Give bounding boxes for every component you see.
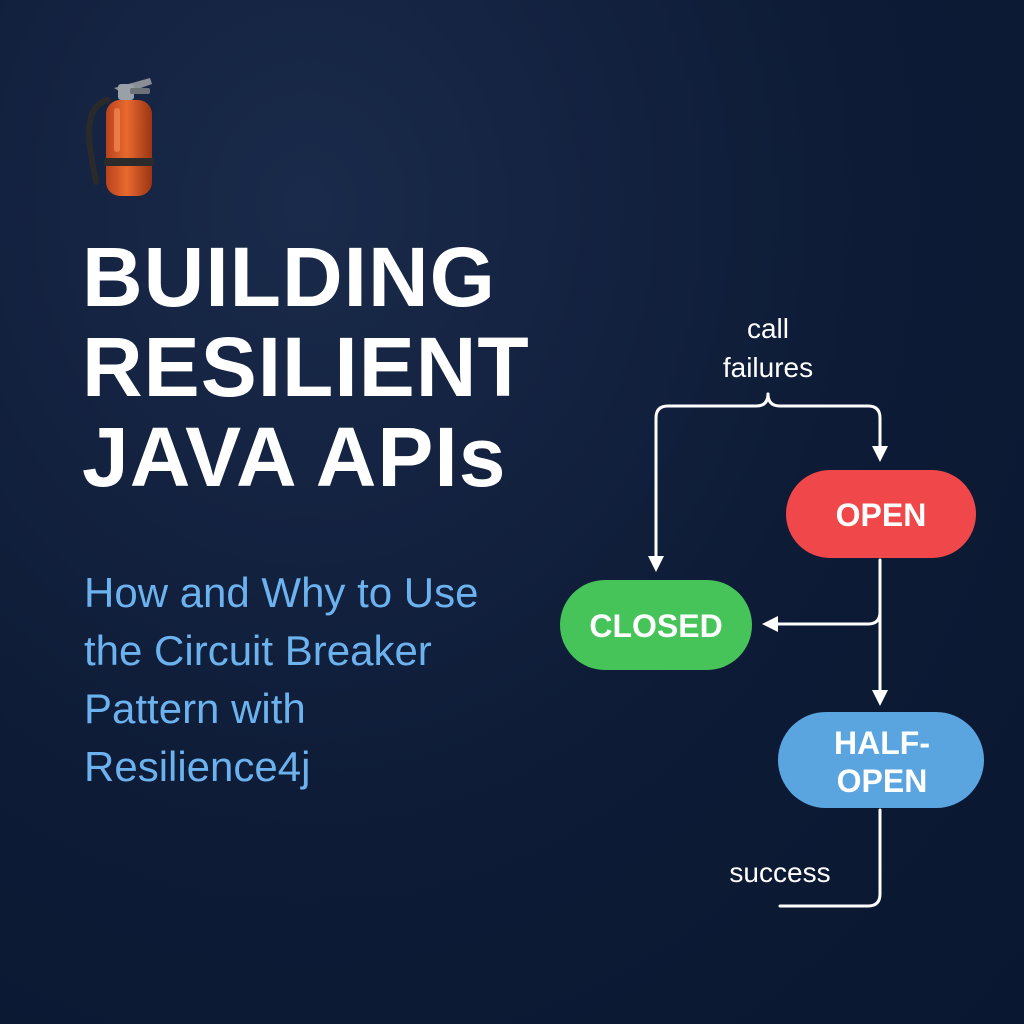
subtitle-line: Resilience4j (84, 743, 311, 790)
state-open: OPEN (786, 470, 976, 558)
arrowhead (872, 446, 888, 462)
state-half-open-label-line1: HALF- (834, 725, 930, 761)
title-line: BUILDING (82, 230, 496, 324)
arrowhead (872, 690, 888, 706)
edge-label-success: success (729, 857, 830, 888)
title-line: JAVA APIs (82, 410, 507, 504)
state-half-open: HALF- OPEN (778, 712, 984, 808)
arrowhead (762, 616, 778, 632)
edge-label-call: call (747, 313, 789, 344)
open-to-half-open-edge (762, 558, 888, 706)
subtitle-line: Pattern with (84, 685, 306, 732)
subtitle: How and Why to Use the Circuit Breaker P… (84, 564, 479, 796)
arrowhead (648, 556, 664, 572)
state-half-open-label-line2: OPEN (837, 763, 928, 799)
fire-extinguisher-icon (78, 70, 168, 200)
title-line: RESILIENT (82, 320, 530, 414)
subtitle-line: How and Why to Use (84, 569, 479, 616)
call-failures-edge (648, 392, 888, 572)
page-title: BUILDING RESILIENT JAVA APIs (82, 232, 530, 502)
state-closed: CLOSED (560, 580, 752, 670)
state-closed-label: CLOSED (589, 608, 722, 644)
subtitle-line: the Circuit Breaker (84, 627, 432, 674)
state-open-label: OPEN (836, 497, 927, 533)
edge-label-failures: failures (723, 352, 813, 383)
success-edge (778, 808, 882, 908)
